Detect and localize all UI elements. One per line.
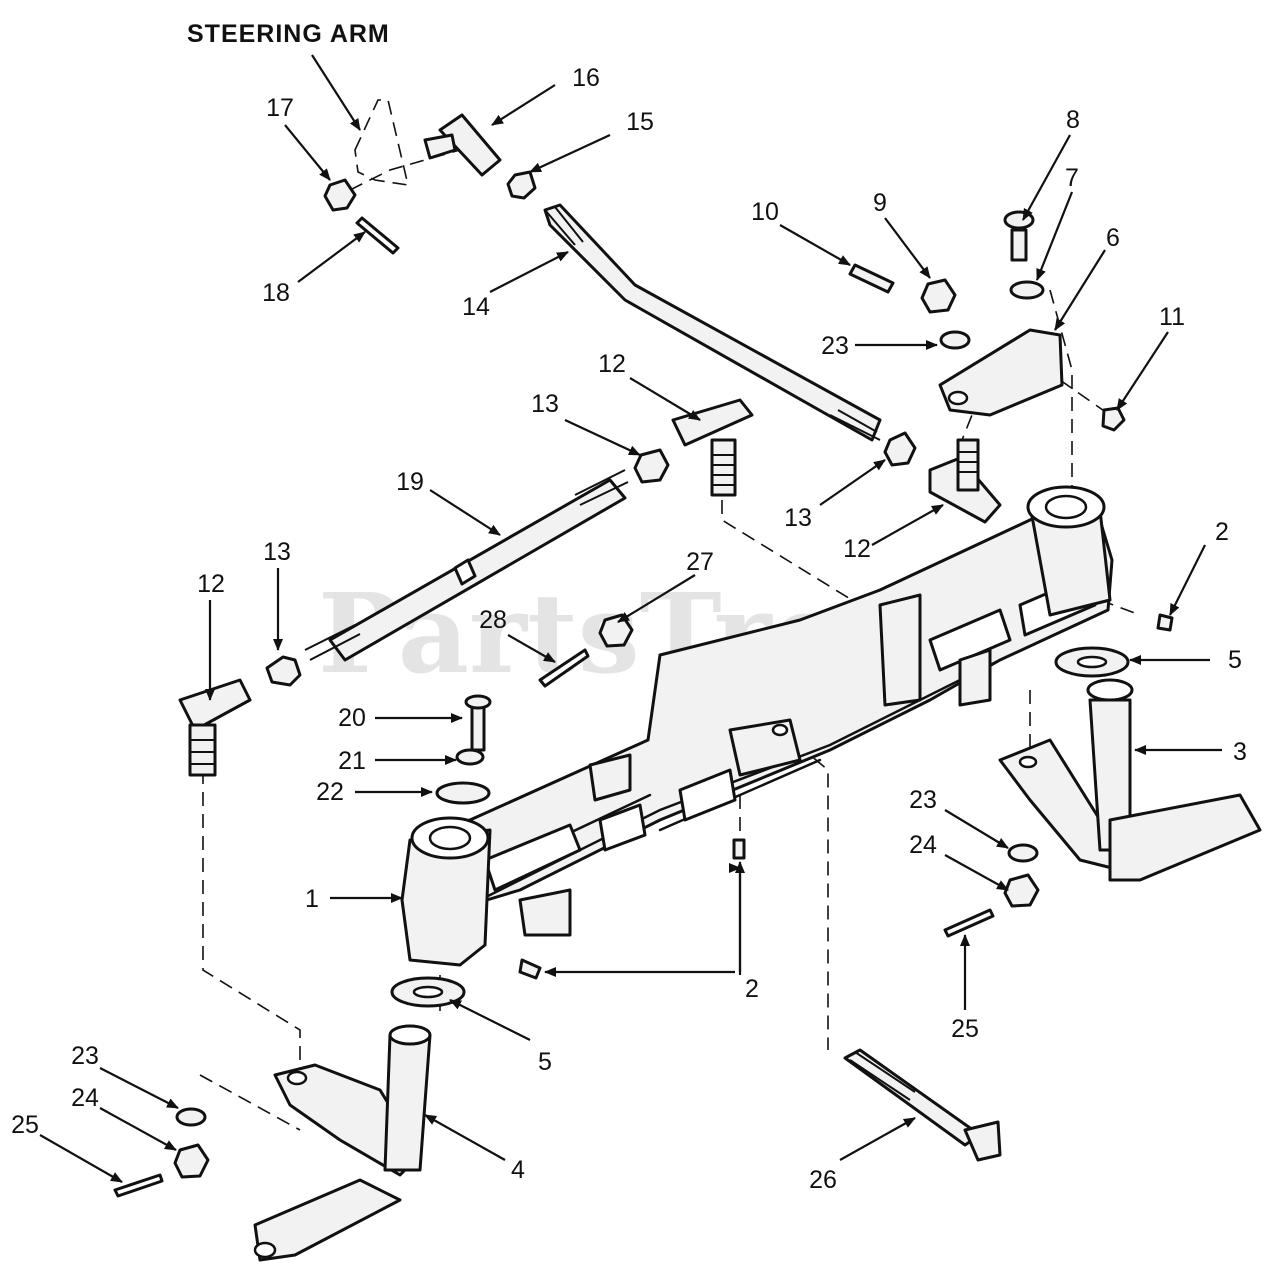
axle-pivot-boss-right	[1026, 485, 1112, 617]
callout-20: 20	[338, 704, 366, 732]
callout-5: 5	[1228, 646, 1242, 674]
callout-25: 25	[11, 1111, 39, 1139]
pivot-bolt-26	[843, 1048, 1002, 1162]
callout-4: 4	[511, 1156, 525, 1184]
nuts-and-washers	[173, 170, 1174, 1179]
ball-joint-right	[928, 438, 1002, 524]
tie-rod-short	[543, 203, 882, 442]
callout-13: 13	[784, 504, 812, 532]
callout-16: 16	[572, 64, 600, 92]
callout-12: 12	[197, 570, 225, 598]
callout-11: 11	[1159, 303, 1185, 331]
callout-13: 13	[531, 390, 559, 418]
steering-link-arm	[938, 328, 1064, 417]
spindle-left	[253, 1024, 432, 1262]
tie-rod-long	[304, 469, 629, 662]
callout-12: 12	[598, 350, 626, 378]
callout-19: 19	[396, 468, 424, 496]
callout-10: 10	[751, 198, 779, 226]
callout-15: 15	[626, 108, 654, 136]
callout-numbers: 1 2 2 3 4 5 5 6 7 8 9 10 11 12 12 12 13 …	[11, 64, 1247, 1194]
callout-9: 9	[873, 189, 887, 217]
callout-24: 24	[909, 831, 937, 859]
callout-13: 13	[263, 538, 291, 566]
callout-7: 7	[1065, 164, 1079, 192]
spindle-right	[998, 678, 1262, 882]
callout-2: 2	[1215, 518, 1229, 546]
axle-beam	[428, 503, 1114, 952]
steering-arm-heading: STEERING ARM	[187, 20, 390, 48]
callout-25: 25	[951, 1015, 979, 1043]
bolt-20	[464, 694, 492, 752]
ball-joint-steering	[423, 113, 502, 177]
callout-24: 24	[71, 1084, 99, 1112]
cotter-pins	[113, 216, 995, 1198]
callout-1: 1	[305, 885, 319, 913]
steering-arm-outline	[354, 99, 410, 186]
flat-washer-22	[435, 781, 491, 805]
callout-23: 23	[909, 786, 937, 814]
bolt-8	[1003, 210, 1035, 262]
callout-23: 23	[71, 1042, 99, 1070]
callout-5: 5	[538, 1048, 552, 1076]
callout-21: 21	[338, 747, 366, 775]
callout-6: 6	[1106, 224, 1120, 252]
ball-joint-top	[671, 398, 754, 497]
callout-26: 26	[809, 1166, 837, 1194]
ball-joint-left	[178, 678, 252, 777]
callout-leaders	[39, 54, 1222, 1183]
callout-28: 28	[479, 606, 507, 634]
callout-3: 3	[1233, 738, 1247, 766]
screw-10	[848, 263, 895, 294]
callout-18: 18	[262, 279, 290, 307]
callout-14: 14	[462, 293, 490, 321]
callout-22: 22	[316, 778, 344, 806]
callout-23: 23	[821, 332, 849, 360]
callout-2: 2	[745, 975, 759, 1003]
axle-pivot-boss-left	[400, 816, 492, 967]
callout-12: 12	[843, 535, 871, 563]
callout-17: 17	[266, 94, 294, 122]
callout-8: 8	[1066, 106, 1080, 134]
callout-27: 27	[686, 548, 714, 576]
